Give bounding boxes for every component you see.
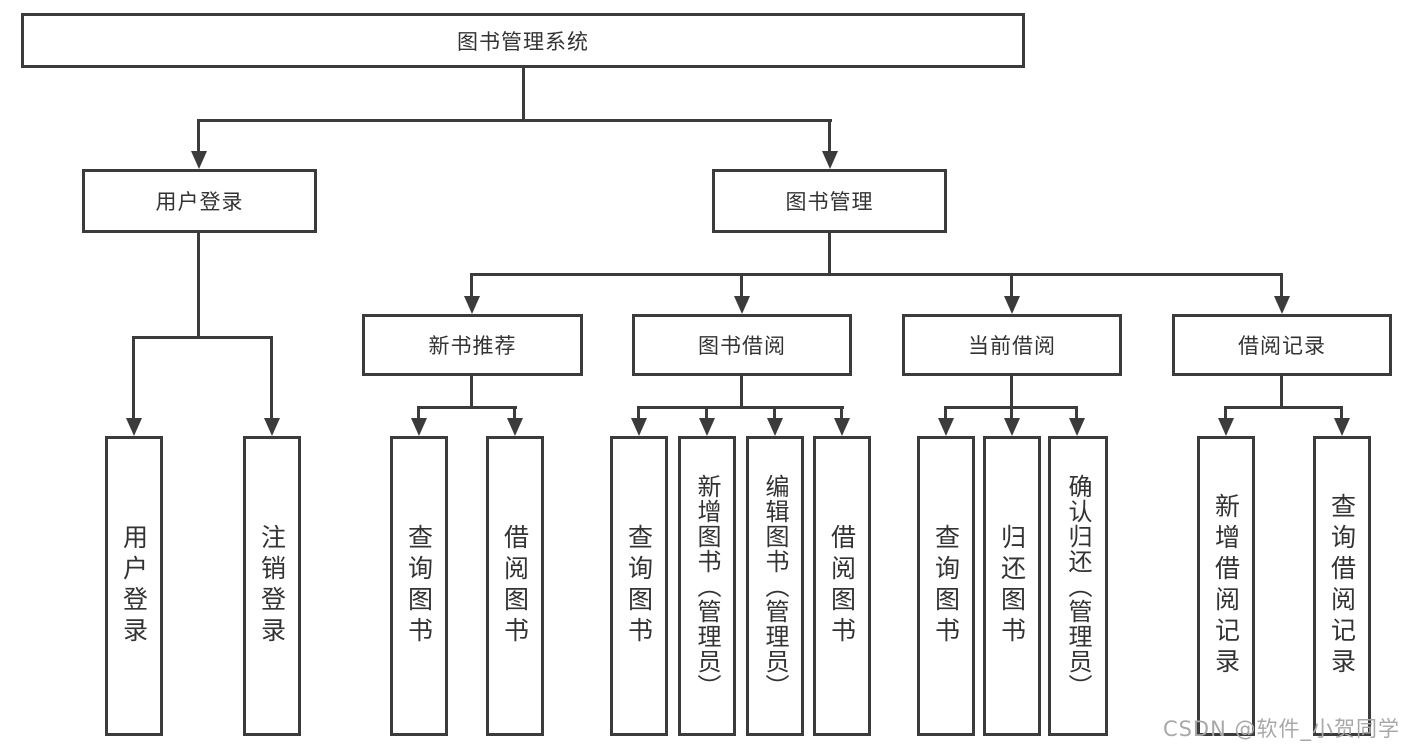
leaf-query-books-3: 查询图书 bbox=[917, 436, 975, 736]
arrowhead-down-icon bbox=[1069, 418, 1085, 436]
leaf-return-book-label: 归还图书 bbox=[997, 524, 1027, 648]
leaf-query-books-1: 查询图书 bbox=[390, 436, 448, 736]
leaf-query-books-1-label: 查询图书 bbox=[404, 524, 434, 648]
arrowhead-down-icon bbox=[464, 296, 480, 314]
connector-vline bbox=[417, 406, 420, 420]
leaf-edit-book-admin-label: 编辑图书（管理员） bbox=[761, 473, 789, 699]
leaf-return-book: 归还图书 bbox=[983, 436, 1041, 736]
connector-vline bbox=[513, 406, 516, 420]
node-root: 图书管理系统 bbox=[21, 13, 1025, 68]
connector-vline bbox=[705, 406, 708, 420]
connector-vline bbox=[1010, 273, 1013, 298]
leaf-borrow-books-1-label: 借阅图书 bbox=[500, 524, 530, 648]
node-book-borrow: 图书借阅 bbox=[632, 314, 852, 376]
leaf-logout-label: 注销登录 bbox=[257, 524, 287, 648]
connector-vline bbox=[1010, 376, 1013, 408]
arrowhead-down-icon bbox=[938, 418, 954, 436]
connector-vline bbox=[1340, 406, 1343, 420]
connector-vline bbox=[270, 336, 273, 420]
connector-vline bbox=[1075, 406, 1078, 420]
connector-hline bbox=[197, 119, 832, 122]
connector-vline bbox=[1280, 376, 1283, 408]
connector-vline bbox=[132, 336, 135, 420]
leaf-query-borrow-record: 查询借阅记录 bbox=[1313, 436, 1371, 736]
connector-vline bbox=[197, 119, 200, 153]
arrowhead-down-icon bbox=[1218, 418, 1234, 436]
connector-vline bbox=[522, 68, 525, 119]
leaf-borrow-books-2-label: 借阅图书 bbox=[827, 524, 857, 648]
node-new-book-recommend: 新书推荐 bbox=[362, 314, 583, 376]
leaf-query-books-2-label: 查询图书 bbox=[624, 524, 654, 648]
leaf-confirm-return-admin-label: 确认归还（管理员） bbox=[1064, 473, 1092, 699]
leaf-add-borrow-record-label: 新增借阅记录 bbox=[1211, 493, 1241, 679]
leaf-confirm-return-admin: 确认归还（管理员） bbox=[1048, 436, 1108, 736]
connector-hline bbox=[470, 273, 1283, 276]
node-user-login: 用户登录 bbox=[82, 169, 317, 233]
leaf-borrow-books-2: 借阅图书 bbox=[813, 436, 871, 736]
node-book-management: 图书管理 bbox=[712, 169, 947, 233]
leaf-add-borrow-record: 新增借阅记录 bbox=[1197, 436, 1255, 736]
connector-vline bbox=[637, 406, 640, 420]
connector-vline bbox=[840, 406, 843, 420]
connector-vline bbox=[828, 233, 831, 275]
connector-vline bbox=[740, 273, 743, 298]
arrowhead-down-icon bbox=[411, 418, 427, 436]
connector-vline bbox=[773, 406, 776, 420]
arrowhead-down-icon bbox=[834, 418, 850, 436]
leaf-user-login-label: 用户登录 bbox=[119, 524, 149, 648]
node-current-borrow-label: 当前借阅 bbox=[968, 334, 1056, 358]
connector-hline bbox=[637, 406, 844, 409]
arrowhead-down-icon bbox=[1004, 418, 1020, 436]
leaf-borrow-books-1: 借阅图书 bbox=[486, 436, 544, 736]
node-root-label: 图书管理系统 bbox=[457, 29, 589, 54]
connector-hline bbox=[1224, 406, 1343, 409]
connector-vline bbox=[1280, 273, 1283, 298]
arrowhead-down-icon bbox=[126, 418, 142, 436]
leaf-add-book-admin: 新增图书（管理员） bbox=[678, 436, 736, 736]
leaf-query-books-3-label: 查询图书 bbox=[931, 524, 961, 648]
connector-vline bbox=[944, 406, 947, 420]
node-borrow-records: 借阅记录 bbox=[1172, 314, 1392, 376]
connector-hline bbox=[133, 336, 273, 339]
leaf-add-book-admin-label: 新增图书（管理员） bbox=[693, 473, 721, 699]
node-new-book-recommend-label: 新书推荐 bbox=[428, 334, 517, 358]
connector-vline bbox=[470, 273, 473, 298]
connector-vline bbox=[1224, 406, 1227, 420]
leaf-query-books-2: 查询图书 bbox=[610, 436, 668, 736]
arrowhead-down-icon bbox=[631, 418, 647, 436]
leaf-query-borrow-record-label: 查询借阅记录 bbox=[1327, 493, 1357, 679]
node-book-borrow-label: 图书借阅 bbox=[698, 334, 786, 358]
leaf-logout: 注销登录 bbox=[243, 436, 301, 736]
leaf-user-login: 用户登录 bbox=[105, 436, 163, 736]
arrowhead-down-icon bbox=[1274, 296, 1290, 314]
arrowhead-down-icon bbox=[191, 151, 207, 169]
connector-vline bbox=[470, 376, 473, 408]
arrowhead-down-icon bbox=[699, 418, 715, 436]
node-current-borrow: 当前借阅 bbox=[902, 314, 1122, 376]
csdn-watermark: CSDN @软件_小贺同学 bbox=[1162, 717, 1400, 741]
arrowhead-down-icon bbox=[822, 151, 838, 169]
arrowhead-down-icon bbox=[507, 418, 523, 436]
arrowhead-down-icon bbox=[734, 296, 750, 314]
node-user-login-label: 用户登录 bbox=[155, 190, 244, 214]
node-borrow-records-label: 借阅记录 bbox=[1238, 334, 1326, 358]
connector-vline bbox=[828, 119, 831, 153]
arrowhead-down-icon bbox=[1004, 296, 1020, 314]
connector-vline bbox=[197, 233, 200, 336]
arrowhead-down-icon bbox=[264, 418, 280, 436]
arrowhead-down-icon bbox=[767, 418, 783, 436]
connector-hline bbox=[417, 406, 517, 409]
node-book-management-label: 图书管理 bbox=[785, 190, 874, 214]
connector-vline bbox=[1010, 406, 1013, 420]
connector-vline bbox=[740, 376, 743, 408]
leaf-edit-book-admin: 编辑图书（管理员） bbox=[746, 436, 804, 736]
arrowhead-down-icon bbox=[1334, 418, 1350, 436]
